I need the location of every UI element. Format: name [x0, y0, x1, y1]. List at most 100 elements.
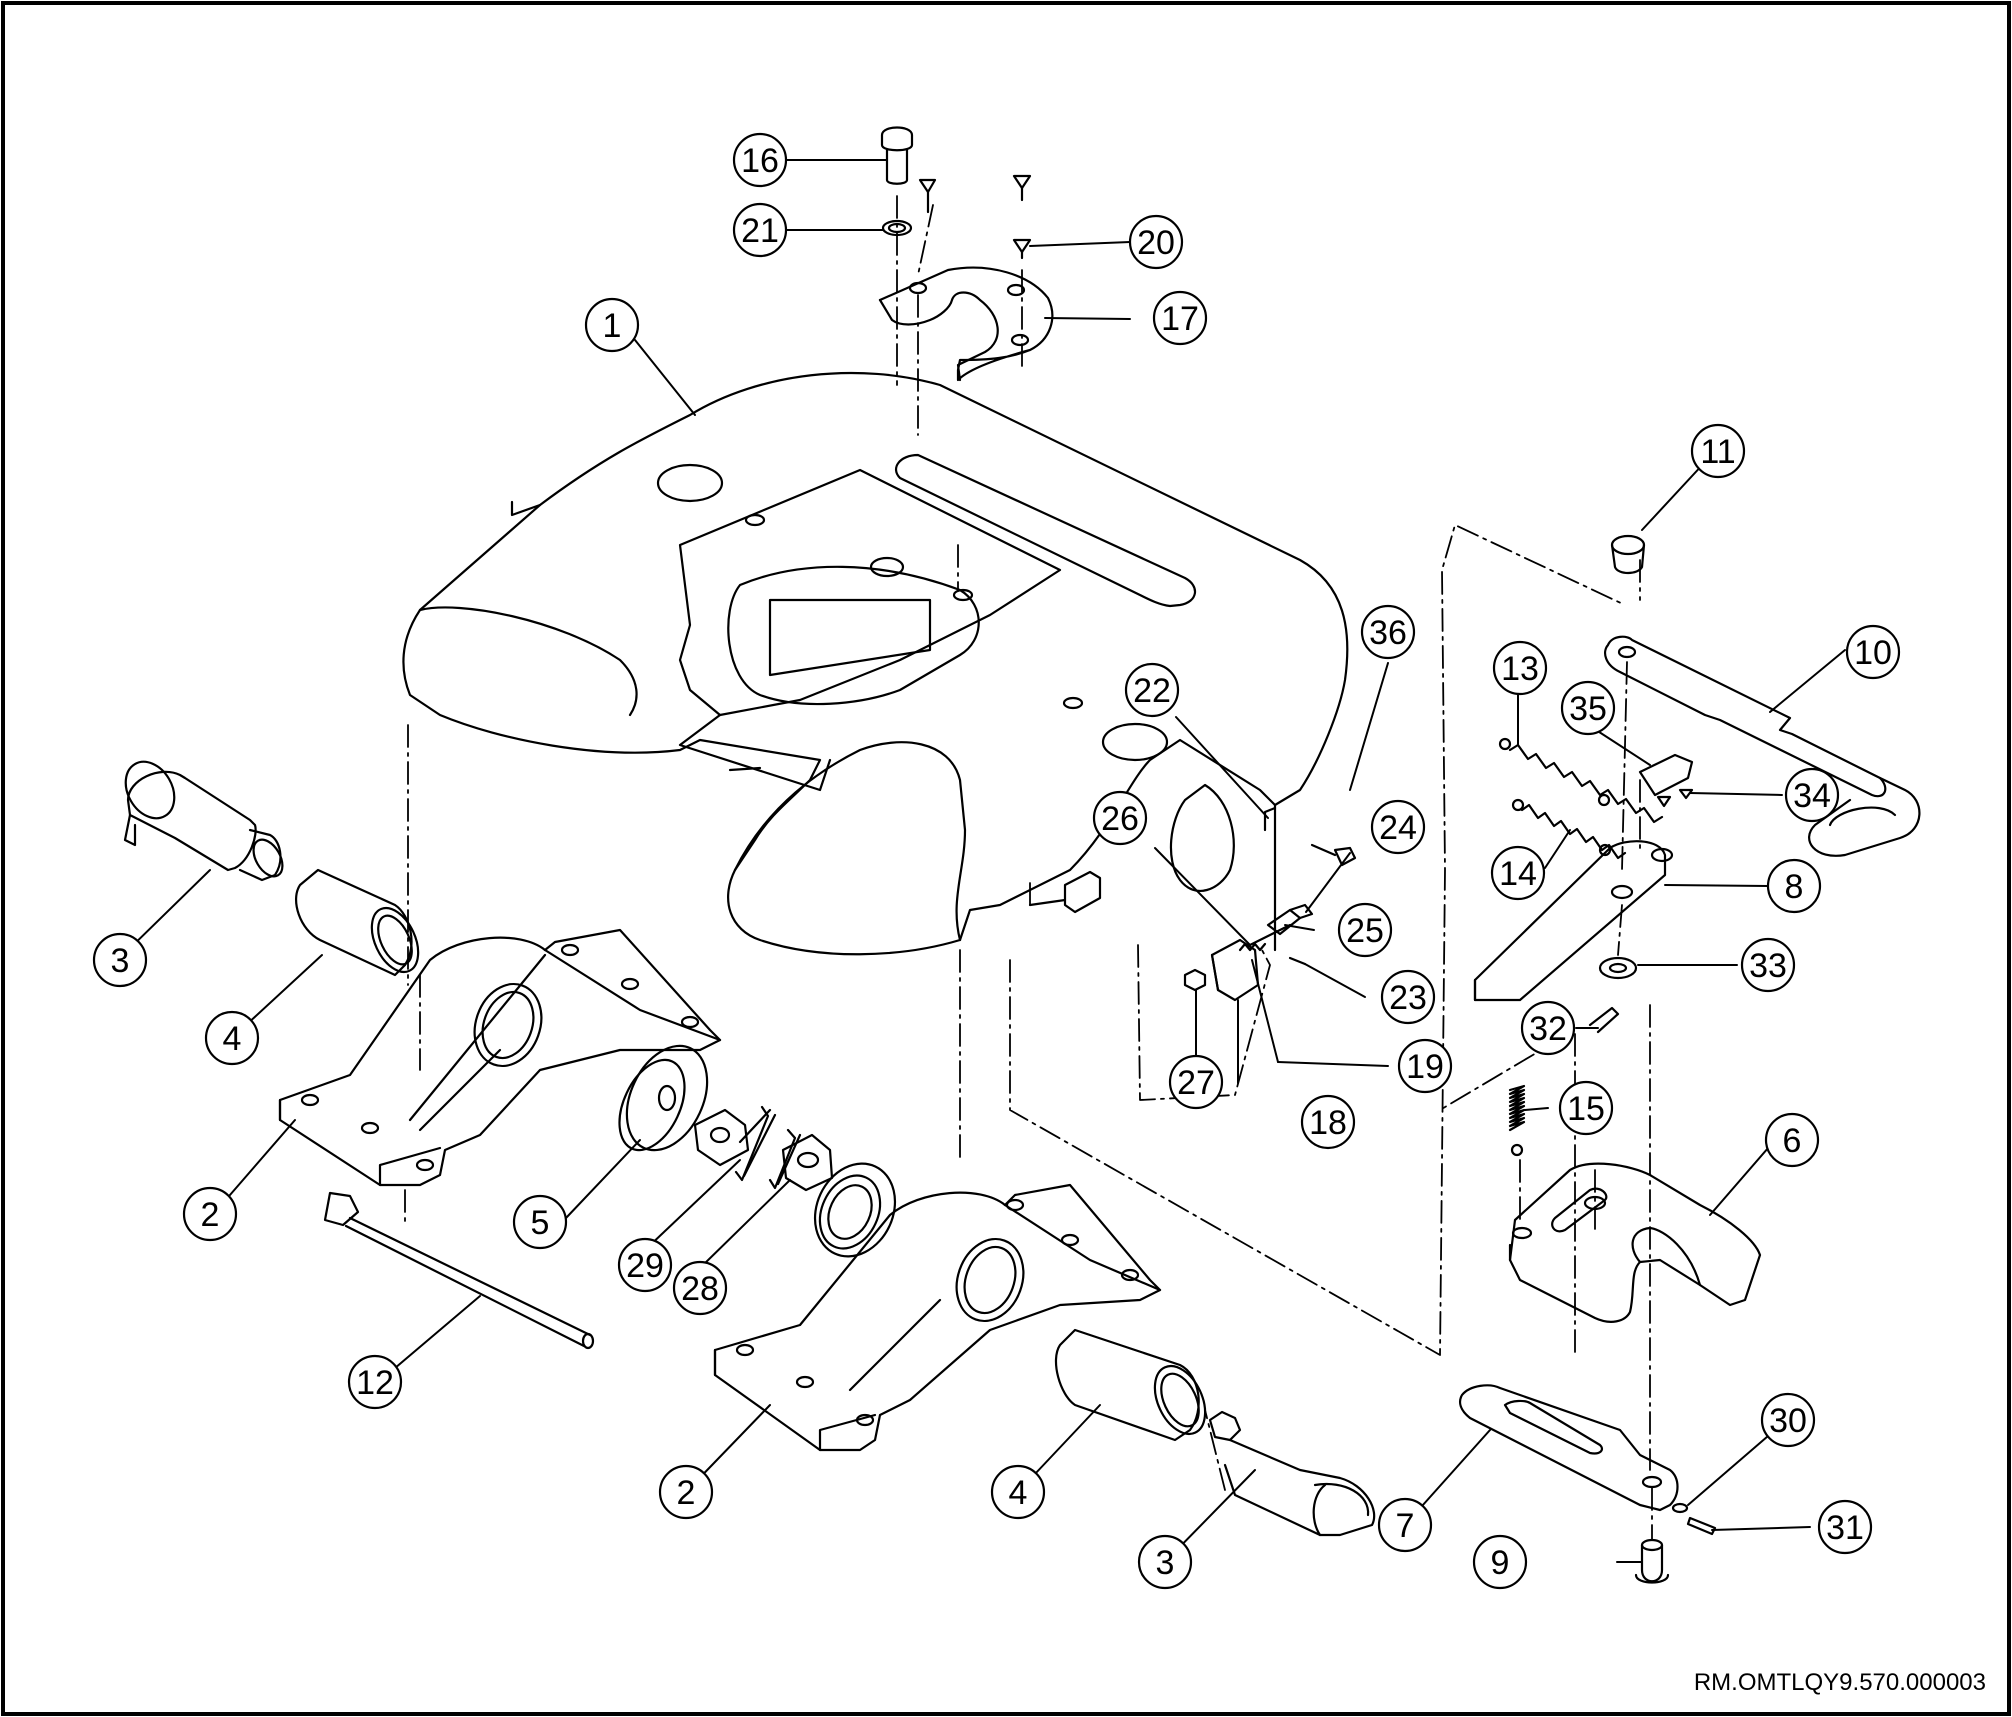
part-20-screws	[918, 174, 1032, 260]
callout-c30: 30	[1760, 1392, 1816, 1448]
callout-number: 1	[603, 307, 622, 345]
callout-c6: 6	[1764, 1112, 1820, 1168]
callout-circle	[672, 1260, 728, 1316]
callout-circle	[1128, 214, 1184, 270]
part-4-bushing-left	[295, 868, 420, 977]
callout-circle	[512, 1194, 568, 1250]
callout-circle	[1766, 858, 1822, 914]
callout-c29: 29	[617, 1237, 673, 1293]
callout-labels: 1223344567891011121314151617181920212223…	[92, 132, 1901, 1590]
callout-c10: 10	[1845, 624, 1901, 680]
callout-c25: 25	[1337, 902, 1393, 958]
callout-circle	[1152, 290, 1208, 346]
callout-number: 3	[1156, 1544, 1175, 1582]
callout-circle	[1370, 799, 1426, 855]
callout-circle	[1300, 1094, 1356, 1150]
part-7-link	[1459, 1384, 1679, 1512]
callout-c17: 17	[1152, 290, 1208, 346]
callout-circle	[1520, 1000, 1576, 1056]
callout-number: 3	[111, 942, 130, 980]
callout-circle	[1137, 1534, 1193, 1590]
part-13-spring	[1498, 737, 1664, 824]
callout-number: 10	[1854, 634, 1892, 672]
callout-c23: 23	[1380, 969, 1436, 1025]
callout-circle	[1397, 1038, 1453, 1094]
part-8-arm	[1473, 840, 1674, 1002]
callout-number: 23	[1389, 979, 1427, 1017]
callout-c1: 1	[584, 297, 640, 353]
callout-c7: 7	[1377, 1497, 1433, 1553]
callout-circle	[1490, 845, 1546, 901]
part-10-lever	[1604, 635, 1921, 857]
part-34-screws	[1656, 788, 1694, 808]
callout-circle	[92, 932, 148, 988]
callout-number: 28	[681, 1270, 719, 1308]
part-31-bolt	[1686, 1516, 1717, 1536]
part-17-lock-plate	[878, 266, 1054, 382]
callout-circle	[1360, 604, 1416, 660]
part-33-washer	[1598, 956, 1638, 980]
callout-number: 31	[1826, 1509, 1864, 1547]
callout-number: 4	[223, 1020, 242, 1058]
callout-circle	[1764, 1112, 1820, 1168]
callout-c14: 14	[1490, 845, 1546, 901]
callout-c19: 19	[1397, 1038, 1453, 1094]
callout-number: 27	[1177, 1064, 1215, 1102]
callout-number: 4	[1009, 1474, 1028, 1512]
callout-c3a: 3	[92, 932, 148, 988]
drawing-reference-code: RM.OMTLQY9.570.000003	[1693, 1669, 1986, 1696]
callout-c4a: 4	[204, 1010, 260, 1066]
bearing-seal	[813, 1162, 897, 1258]
callout-c16: 16	[732, 132, 788, 188]
callout-circle	[204, 1010, 260, 1066]
callout-c5: 5	[512, 1194, 568, 1250]
callout-c26: 26	[1092, 790, 1148, 846]
callout-number: 2	[201, 1196, 220, 1234]
callout-c2a: 2	[182, 1186, 238, 1242]
callout-circle	[1817, 1499, 1873, 1555]
callout-number: 9	[1491, 1544, 1510, 1582]
callout-c32: 32	[1520, 1000, 1576, 1056]
callout-number: 12	[356, 1364, 394, 1402]
callout-circle	[732, 132, 788, 188]
callout-circle	[1337, 902, 1393, 958]
callout-c13: 13	[1492, 640, 1548, 696]
callout-c34: 34	[1784, 767, 1840, 823]
callout-circle	[1845, 624, 1901, 680]
callout-c18: 18	[1300, 1094, 1356, 1150]
part-6-lock-jaw	[1508, 1162, 1762, 1323]
callout-circle	[347, 1354, 403, 1410]
part-11-pin	[1610, 534, 1646, 575]
callout-c11: 11	[1690, 423, 1746, 479]
callout-c36: 36	[1360, 604, 1416, 660]
part-32-cotter-pin	[1588, 1006, 1620, 1034]
part-36-screw	[1310, 843, 1357, 867]
callout-circle	[1124, 662, 1180, 718]
callout-c9: 9	[1472, 1534, 1528, 1590]
callout-circle	[1558, 1080, 1614, 1136]
callout-c35: 35	[1560, 680, 1616, 736]
callout-number: 13	[1501, 650, 1539, 688]
part-4-bushing-right	[1055, 1328, 1207, 1442]
callout-number: 22	[1133, 672, 1171, 710]
callout-c15: 15	[1558, 1080, 1614, 1136]
part-30-washer	[1671, 1502, 1689, 1514]
callout-number: 30	[1769, 1402, 1807, 1440]
callout-circle	[1740, 937, 1796, 993]
callout-number: 8	[1785, 868, 1804, 906]
callout-number: 2	[677, 1474, 696, 1512]
callout-c28: 28	[672, 1260, 728, 1316]
callout-circle	[1560, 680, 1616, 736]
assembly-centerlines	[404, 195, 1653, 1541]
callout-circle	[1377, 1497, 1433, 1553]
callout-number: 33	[1749, 947, 1787, 985]
callout-circle	[1492, 640, 1548, 696]
callout-c21: 21	[732, 202, 788, 258]
callout-circle	[732, 202, 788, 258]
part-35-bracket	[1638, 753, 1694, 797]
part-29-castle-nut	[693, 1105, 777, 1182]
callout-c12: 12	[347, 1354, 403, 1410]
part-2-bracket-left	[278, 928, 722, 1187]
callout-number: 18	[1309, 1104, 1347, 1142]
